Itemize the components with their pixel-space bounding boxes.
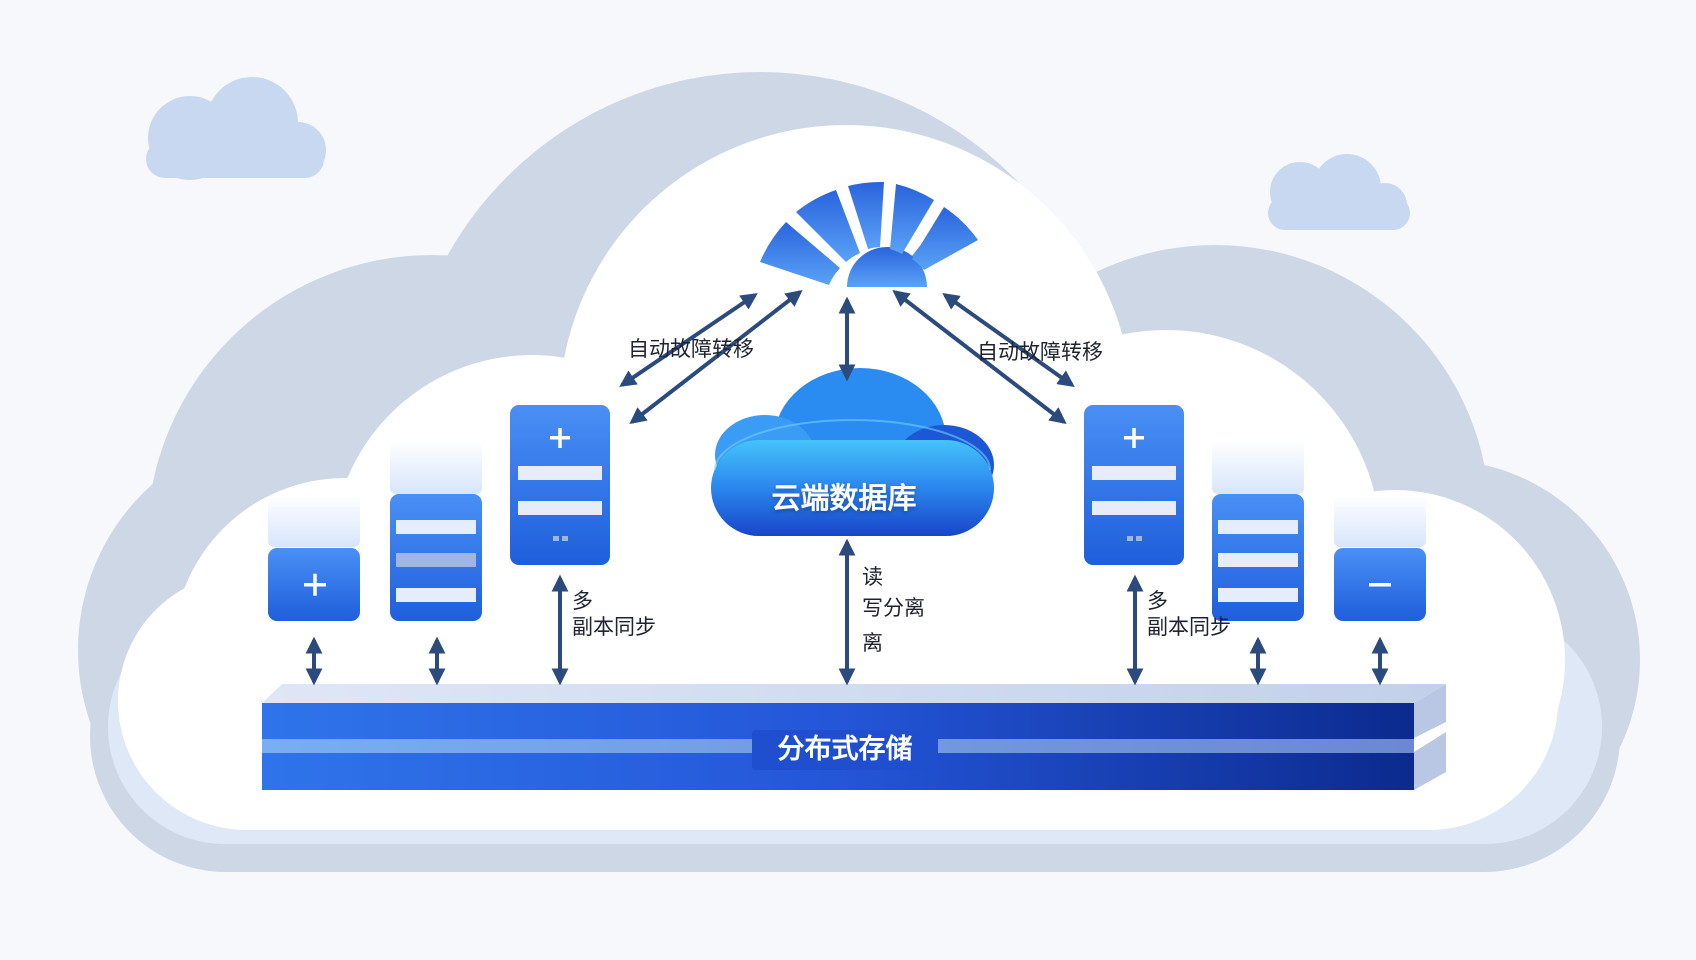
replica-sync-right-label: 多 副本同步 (1147, 588, 1231, 641)
replica-sync-right-line-2: 副本同步 (1147, 615, 1231, 640)
read-write-line-1: 读 (862, 565, 883, 589)
cloud-database-label: 云端数据库 (771, 481, 917, 515)
small-cloud-right-icon (1268, 154, 1410, 230)
node-left-2-server (390, 440, 482, 621)
node-right-3-minus (1334, 495, 1426, 621)
node-left-1-plus (268, 495, 360, 621)
fan-gateway-icon (760, 181, 978, 287)
node-right-1-plus-server (1084, 405, 1184, 565)
failover-left-label: 自动故障转移 (628, 337, 754, 361)
failover-right-label: 自动故障转移 (977, 340, 1103, 364)
read-write-line-2: 写分离 (862, 596, 925, 621)
read-write-line-3: 离 (862, 630, 883, 655)
node-left-3-plus-server (510, 405, 610, 565)
replica-sync-left-line-1: 多 (572, 589, 593, 613)
arrow-failover-left-b (629, 289, 803, 425)
distributed-storage-label: 分布式存储 (752, 730, 938, 770)
node-right-2-server (1212, 440, 1304, 621)
arrow-failover-right-b (942, 293, 1075, 387)
replica-sync-left-line-2: 副本同步 (572, 615, 656, 640)
replica-sync-right-line-1: 多 (1147, 589, 1168, 613)
small-cloud-left-icon (146, 77, 326, 180)
replica-sync-left-label: 多 副本同步 (572, 588, 656, 641)
cloud-database-icon (711, 368, 994, 536)
arrows (305, 289, 1389, 686)
read-write-split-label: 读 写分离 离 (862, 564, 925, 656)
